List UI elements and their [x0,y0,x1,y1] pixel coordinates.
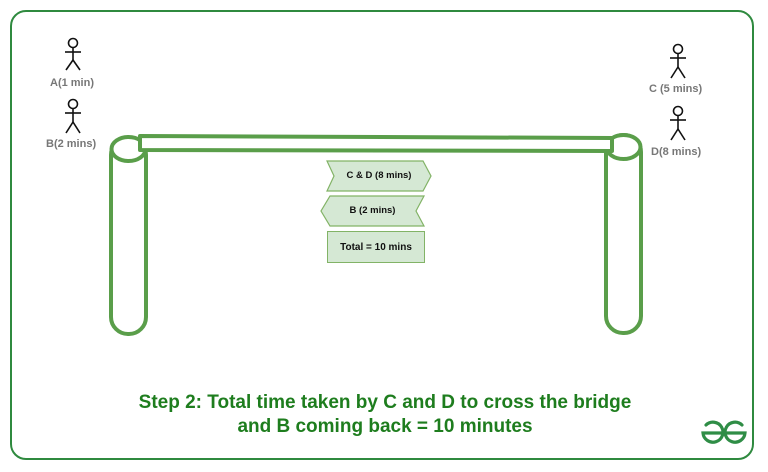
person-c-label: C (5 mins) [649,83,703,95]
return-trip-tag: B (2 mins) [349,205,396,216]
back-arrow-shape [320,195,425,227]
total-time-box: Total = 10 mins [327,231,425,263]
caption-line-2: and B coming back = 10 minutes [237,416,533,437]
forward-arrow-shape [326,160,432,192]
person-b-icon [65,98,81,134]
person-b-label: B(2 mins) [46,138,97,150]
forward-trip-tag: C & D (8 mins) [346,170,412,181]
person-d-icon [670,105,686,141]
person-a-icon [65,37,81,71]
person-d-label: D(8 mins) [651,146,702,158]
person-c-icon [670,43,686,79]
right-pillar [604,133,643,335]
total-time-label: Total = 10 mins [340,241,412,253]
person-a-label: A(1 min) [50,77,94,89]
diagram-caption: Step 2: Total time taken by C and D to c… [60,391,710,439]
diagram-frame [10,10,754,460]
gfg-logo-icon [701,420,747,444]
caption-line-1: Step 2: Total time taken by C and D to c… [138,392,632,413]
bridge-deck [138,134,614,153]
left-pillar [109,135,148,336]
